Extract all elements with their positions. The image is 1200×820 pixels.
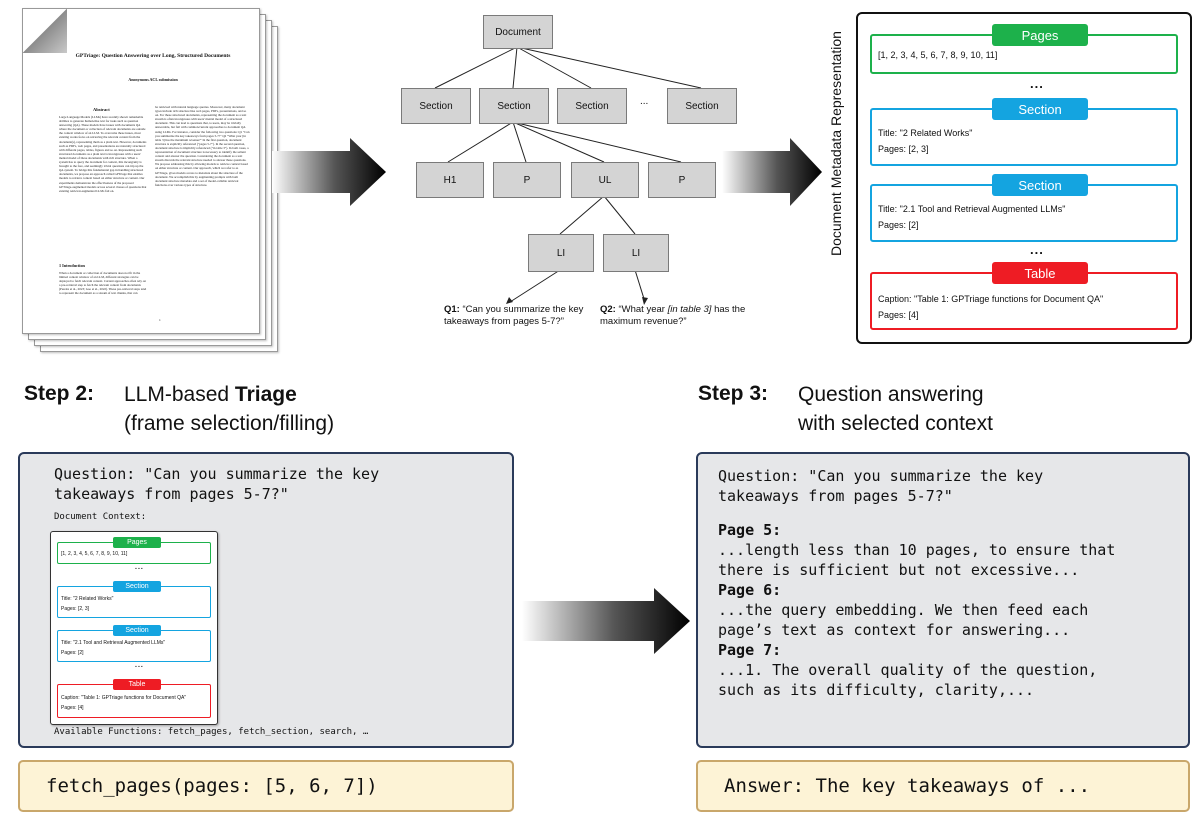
metadata-axis-label: Document Metadata Representation (828, 31, 844, 256)
step2-function-call: fetch_pages(pages: [5, 6, 7]) (46, 775, 378, 797)
step2-question: Question: "Can you summarize the key tak… (54, 465, 380, 503)
step3-title: Question answering with selected context (798, 380, 993, 438)
step3-prompt-panel (696, 452, 1190, 748)
arrow-doc-to-tree (272, 138, 386, 206)
question-q2: Q2: “What year [in table 3] has the maxi… (600, 304, 750, 328)
step3-page5-label: Page 5: (718, 521, 782, 539)
metadata-panel: [1, 2, 3, 4, 5, 6, 7, 8, 9, 10, 11] Page… (856, 12, 1192, 344)
mini-section-1-header: Section (113, 581, 161, 592)
mini-pages-value: [1, 2, 3, 4, 5, 6, 7, 8, 9, 10, 11] (61, 551, 128, 557)
step3-page5-text: ...length less than 10 pages, to ensure … (718, 541, 1116, 579)
step3-page6-text: ...the query embedding. We then feed eac… (718, 601, 1089, 639)
tree-node-section-1: Section (401, 88, 471, 124)
mini-table-pages: Pages: [4] (61, 705, 84, 711)
mini-dots-1: ... (135, 564, 144, 571)
metadata-dots-2: ... (1030, 242, 1044, 257)
mini-pages-header: Pages (113, 537, 161, 548)
step2-label: Step 2: (24, 382, 95, 405)
step3-label: Step 3: (698, 382, 769, 405)
introduction-heading: 1 Introduction (59, 263, 85, 268)
step2-available-functions: Available Functions: fetch_pages, fetch_… (54, 727, 369, 737)
section-1-header: Section (992, 98, 1088, 120)
step3-title-line1: Question answering (798, 383, 984, 406)
mini-section-2-title: Title: "2.1 Tool and Retrieval Augmented… (61, 640, 166, 646)
abstract-heading: Abstract (93, 107, 110, 112)
step3-page6-label: Page 6: (718, 581, 782, 599)
section-1-pages: Pages: [2, 3] (878, 144, 929, 154)
step3-page7-label: Page 7: (718, 641, 782, 659)
tree-node-section-2: Section (479, 88, 549, 124)
tree-node-h1: H1 (416, 162, 484, 198)
tree-ellipsis: ... (640, 96, 649, 107)
step2-title-line2: (frame selection/filling) (124, 412, 335, 435)
step2-doc-context-label: Document Context: (54, 512, 147, 522)
section-2-pages: Pages: [2] (878, 220, 919, 230)
step2-function-call-box: fetch_pages(pages: [5, 6, 7]) (18, 760, 514, 812)
mini-table-header: Table (113, 679, 161, 690)
question-q2-text-b: has the maximum revenue?” (600, 304, 746, 327)
section-2-title: Title: "2.1 Tool and Retrieval Augmented… (878, 204, 1066, 214)
step2-title-bold: Triage (234, 383, 297, 406)
step3-title-line2: with selected context (798, 412, 993, 435)
question-q2-text-a: “What year (618, 304, 668, 315)
paper-text-column-right: be retrieved with natural language queri… (155, 105, 250, 187)
tree-node-document: Document (483, 15, 553, 49)
step3-answer: Answer: The key takeaways of ... (724, 775, 1091, 797)
mini-table-caption: Caption: "Table 1: GPTriage functions fo… (61, 695, 187, 701)
section-1-title: Title: "2 Related Works" (878, 128, 973, 138)
pages-value: [1, 2, 3, 4, 5, 6, 7, 8, 9, 10, 11] (878, 50, 998, 60)
mini-section-1-pages: Pages: [2, 3] (61, 606, 90, 612)
document-page-front: GPTriage: Question Answering over Long, … (22, 8, 260, 334)
mini-dots-2: ... (135, 662, 144, 669)
step3-answer-box: Answer: The key takeaways of ... (696, 760, 1190, 812)
question-q1-label: Q1: (444, 304, 460, 315)
tree-node-section-4: Section (667, 88, 737, 124)
paper-title: GPTriage: Question Answering over Long, … (75, 53, 231, 59)
pages-header: Pages (992, 24, 1088, 46)
mini-section-2-pages: Pages: [2] (61, 650, 84, 656)
tree-node-ul: UL (571, 162, 639, 198)
tree-node-li-2: LI (603, 234, 669, 272)
tree-node-p-2: P (648, 162, 716, 198)
question-q1-text: “Can you summarize the key takeaways fro… (444, 304, 584, 327)
tree-node-li-1: LI (528, 234, 594, 272)
step3-question: Question: "Can you summarize the key tak… (718, 467, 1044, 505)
step2-title-prefix: LLM-based (124, 383, 235, 406)
tree-node-p-1: P (493, 162, 561, 198)
paper-authors: Anonymous ACL submission (128, 77, 178, 82)
mini-metadata-panel: [1, 2, 3, 4, 5, 6, 7, 8, 9, 10, 11] Page… (50, 531, 218, 725)
question-q1: Q1: “Can you summarize the key takeaways… (444, 304, 594, 328)
tree-node-section-3: Section (557, 88, 627, 124)
table-header: Table (992, 262, 1088, 284)
table-pages: Pages: [4] (878, 310, 919, 320)
paper-text-column-left: Large Language Models (LLMs) have recent… (59, 115, 147, 193)
section-2-header: Section (992, 174, 1088, 196)
paper-text-intro: When a document or collection of documen… (59, 271, 147, 296)
question-q2-label: Q2: (600, 304, 616, 315)
arrow-step2-to-step3 (522, 588, 690, 654)
arrow-tree-to-metadata (722, 138, 822, 206)
metadata-dots-1: ... (1030, 76, 1044, 91)
tree-connectors (434, 46, 702, 303)
mini-section-1-title: Title: "2 Related Works" (61, 596, 114, 602)
mini-section-2-header: Section (113, 625, 161, 636)
page-fold-corner (23, 9, 67, 53)
question-q2-text-italic: [in table 3] (667, 304, 712, 315)
step3-page7-text: ...1. The overall quality of the questio… (718, 661, 1098, 699)
table-caption: Caption: "Table 1: GPTriage functions fo… (878, 294, 1104, 304)
paper-page-number: 1 (159, 318, 161, 322)
section-box-2: Title: "2.1 Tool and Retrieval Augmented… (870, 184, 1178, 242)
step2-title: LLM-based Triage (frame selection/fillin… (124, 380, 334, 438)
